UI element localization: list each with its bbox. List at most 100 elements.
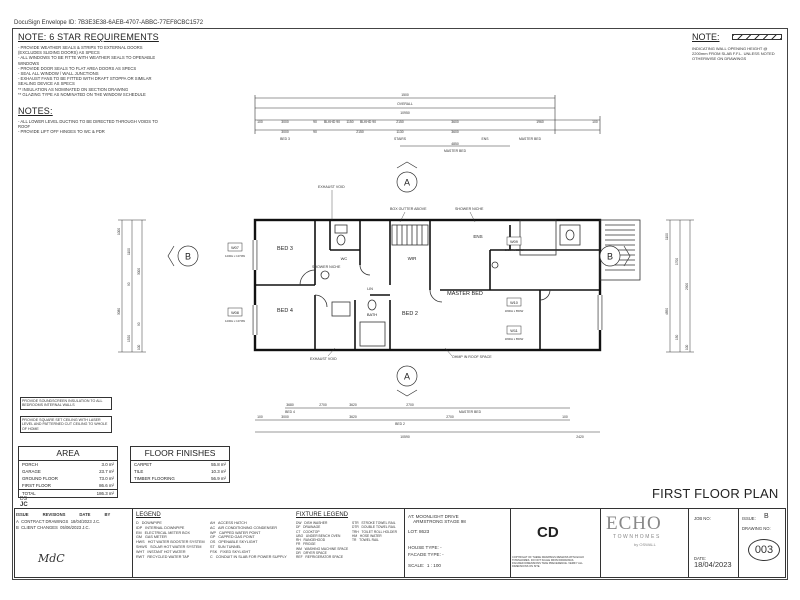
revision-row: B CLIENT CHANGES 05/06/2023 J.C. <box>16 525 128 530</box>
room-label-bed3: BED 3 <box>277 246 293 252</box>
date-label: DATE: <box>694 556 707 561</box>
dim-left: 1000 <box>117 228 121 235</box>
revision-text: CLIENT CHANGES <box>21 525 58 530</box>
shower-niche-label-2: SHOWER NICHE <box>312 265 341 269</box>
fixture-item: CT COOKTOP <box>296 529 320 534</box>
legend-item: ST SUN TUNNEL <box>210 544 242 549</box>
room-label-bed2: BED 2 <box>402 311 418 317</box>
fixture-right-list: STR STROKE TOWEL RAIL DTR DOUBLE TOWEL R… <box>352 521 402 542</box>
dim-left: 100 <box>137 344 141 350</box>
finish-label: CARPET <box>134 462 152 467</box>
fixture-item: DTR DOUBLE TOWEL RAIL <box>352 525 396 530</box>
fixture-item: DW DISH WASHER <box>296 521 328 525</box>
legend-item: GP CAPPED GAS POINT <box>210 535 255 540</box>
dim-right: 1100 <box>665 233 669 240</box>
dim-top-2: 1130 <box>396 130 403 134</box>
revision-issue: A <box>16 519 19 524</box>
legend-left-list: D DOWNPIPE IDP INTERNAL DOWNPIPE EM ELEC… <box>136 521 216 559</box>
address-block: AT: MOONLIGHT DRIVE ARMSTRONG STAGE 98 <box>408 514 466 524</box>
lot-block: LOT: 8623 <box>408 529 429 534</box>
area-label: GROUND FLOOR <box>22 476 58 481</box>
six-star-note-item: - PROVIDE DOOR SEALS TO FLAT AREA DOORS … <box>18 65 137 71</box>
dim-top: BLKHD 90 <box>360 120 376 124</box>
dim-top: BLKHD 90 <box>324 120 340 124</box>
six-star-note-item: SEALING DEVICE AS SPECS <box>18 81 75 87</box>
room-label-lin: LIN <box>367 287 373 291</box>
notes-item: - PROVIDE LIFT OFF HINGES TO WC & PDR <box>18 129 105 135</box>
dim-top: 3600 <box>451 120 459 124</box>
facade-label: FACADE TYPE: <box>408 552 441 557</box>
legend-item: AH ACCESS HATCH <box>210 521 247 525</box>
dim-top-2: 3000 <box>281 130 289 134</box>
fixture-item: TR TOWEL RAIL <box>352 538 379 543</box>
legend-item: SHWS SOLAR HOT WATER SYSTEM <box>136 544 202 549</box>
section-marker-b-right: B <box>607 252 613 262</box>
revisions-header: ISSUE REVISIONS DATE BY <box>16 512 110 517</box>
revisions-cell <box>15 509 133 577</box>
room-label-bed4: BED 4 <box>277 308 293 314</box>
ceiling-note: PROVIDE SQUARE SET CEILING WITH LASER LE… <box>20 416 112 434</box>
revision-date: 05/06/2023 <box>60 525 82 530</box>
finish-value: 56.9 m² <box>211 476 226 481</box>
revision-text: CONTRACT DRAWINGS <box>21 519 69 524</box>
signature: MdC <box>38 552 65 565</box>
revisions-head-cell: BY <box>104 512 111 517</box>
window-tag: W10 <box>510 301 518 305</box>
dim-top: 90 <box>313 120 317 124</box>
area-value: 186.3 m² <box>96 491 114 496</box>
window-tag: W08 <box>231 311 239 315</box>
dim-top: 100 <box>592 120 598 124</box>
cd-cell <box>511 509 601 577</box>
notes-list: - ALL LOWER LEVEL DUCTING TO BE DIRECTED… <box>18 119 168 135</box>
area-title: AREA <box>19 447 117 461</box>
dim-bottom-label: MASTER BED <box>459 410 482 414</box>
six-star-note-item: - EXHAUST FANS TO BE FITTED WITH DRAFT S… <box>18 76 152 82</box>
revision-by: J.C. <box>92 519 101 524</box>
legend-item: D DOWNPIPE <box>136 521 162 525</box>
window-tag: W09 <box>510 240 518 244</box>
dim-top: 3000 <box>281 120 289 124</box>
shower-niche-label: SHOWER NICHE <box>455 207 484 211</box>
dim-bottom-2-label: BED 2 <box>395 422 405 426</box>
house-type-block: HOUSE TYPE: - <box>408 545 442 550</box>
dim-bottom-overall: 10590 <box>400 435 410 439</box>
dim-overall-top: 1500 <box>401 93 409 97</box>
dim-left: 90 <box>127 282 131 286</box>
facade-value: - <box>442 552 444 557</box>
dim-bottom: 3620 <box>349 403 357 407</box>
dim-top-2: 2150 <box>356 130 364 134</box>
fixture-left-list: DW DISH WASHER DF DRAINAGE CT COOKTOP UB… <box>296 521 352 560</box>
fixture-item: UBO UNDER BENCH OVEN <box>296 533 341 538</box>
section-marker-a-top: A <box>404 178 410 188</box>
window-size: 1800H x 850W <box>505 337 524 341</box>
fixture-item: DR DRYER SPACE <box>296 551 327 556</box>
dim-master-bed: 4850 <box>451 142 459 146</box>
dim-right: 4850 <box>665 308 669 315</box>
legend-item: AC AIR CONDITIONING CONDENSER <box>210 525 278 530</box>
finish-value: 10.3 m² <box>211 469 226 474</box>
cd-mark: CD <box>537 524 559 541</box>
scale-value: 1 : 100 <box>426 563 441 568</box>
revision-row: A CONTRACT DRAWINGS 18/04/2023 J.C. <box>16 519 128 524</box>
area-value: 23.7 m² <box>99 469 114 474</box>
dim-left: 3000 <box>137 268 141 275</box>
initials-top: DS <box>20 496 27 502</box>
house-type-value: - <box>440 545 442 550</box>
legend-item: WHT INSTANT HOT WATER <box>136 549 186 554</box>
six-star-note-item: (EXCLUDES SLIDING DOORS) AS SPECS <box>18 50 100 56</box>
brand-cell <box>601 509 689 577</box>
dim-top-2-label: BED 3 <box>280 137 290 141</box>
address-line1: MOONLIGHT DRIVE <box>415 514 459 519</box>
soundscreen-note: PROVIDE SOUNDSCREEN INSULATION TO ALL BE… <box>20 397 112 410</box>
revision-issue: B <box>16 525 19 530</box>
dim-top: 1150 <box>346 120 353 124</box>
dim-left: 3080 <box>117 308 121 315</box>
finish-value: 55.8 m² <box>211 462 226 467</box>
window-tag: W11 <box>510 329 518 333</box>
dim-left: 90 <box>137 322 141 326</box>
dim-top-2-label: MASTER BED <box>519 137 542 141</box>
